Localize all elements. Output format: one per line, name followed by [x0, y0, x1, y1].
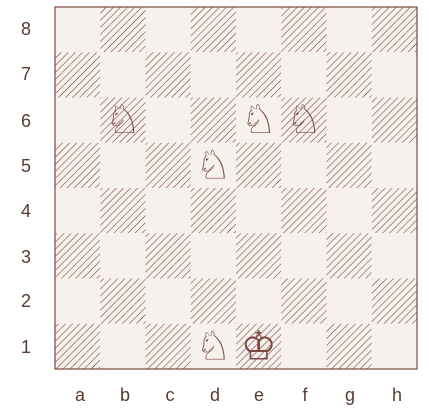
square-a8[interactable] [55, 7, 100, 52]
square-hatch-d4 [191, 188, 236, 233]
white-knight-icon[interactable]: ♘ [195, 142, 231, 188]
rank-label-1: 1 [21, 337, 31, 357]
file-label-d: d [210, 385, 220, 405]
square-hatch-b8 [100, 7, 145, 52]
square-hatch-g1 [327, 324, 372, 369]
square-hatch-h2 [372, 279, 417, 324]
rank-label-5: 5 [21, 156, 31, 176]
white-knight-icon[interactable]: ♘ [195, 323, 231, 369]
square-e8[interactable] [236, 7, 281, 52]
square-f1[interactable] [281, 324, 326, 369]
square-g6[interactable] [327, 98, 372, 143]
square-h7[interactable] [372, 52, 417, 97]
square-a6[interactable] [55, 98, 100, 143]
square-b7[interactable] [100, 52, 145, 97]
square-b1[interactable] [100, 324, 145, 369]
square-hatch-b2 [100, 279, 145, 324]
square-hatch-d6 [191, 98, 236, 143]
file-label-a: a [75, 385, 86, 405]
square-hatch-h6 [372, 98, 417, 143]
file-label-c: c [166, 385, 175, 405]
square-hatch-b4 [100, 188, 145, 233]
square-g8[interactable] [327, 7, 372, 52]
square-e4[interactable] [236, 188, 281, 233]
square-hatch-a5 [55, 143, 100, 188]
square-d7[interactable] [191, 52, 236, 97]
square-hatch-a3 [55, 233, 100, 278]
square-hatch-h4 [372, 188, 417, 233]
square-c6[interactable] [146, 98, 191, 143]
square-hatch-a7 [55, 52, 100, 97]
square-hatch-g5 [327, 143, 372, 188]
square-a2[interactable] [55, 279, 100, 324]
square-hatch-e7 [236, 52, 281, 97]
square-g4[interactable] [327, 188, 372, 233]
file-label-b: b [120, 385, 130, 405]
square-hatch-e5 [236, 143, 281, 188]
rank-labels: 8 7 6 5 4 3 2 1 [21, 19, 31, 357]
white-knight-icon[interactable]: ♘ [286, 97, 322, 143]
square-hatch-d2 [191, 279, 236, 324]
square-hatch-c3 [146, 233, 191, 278]
square-e2[interactable] [236, 279, 281, 324]
square-a4[interactable] [55, 188, 100, 233]
square-h1[interactable] [372, 324, 417, 369]
square-hatch-a1 [55, 324, 100, 369]
square-hatch-g7 [327, 52, 372, 97]
white-knight-icon[interactable]: ♘ [241, 97, 277, 143]
square-f7[interactable] [281, 52, 326, 97]
rank-label-3: 3 [21, 247, 31, 267]
file-label-f: f [302, 385, 308, 405]
square-f5[interactable] [281, 143, 326, 188]
file-labels: a b c d e f g h [75, 385, 402, 405]
square-hatch-h8 [372, 7, 417, 52]
square-hatch-f4 [281, 188, 326, 233]
square-c2[interactable] [146, 279, 191, 324]
square-f3[interactable] [281, 233, 326, 278]
square-hatch-c7 [146, 52, 191, 97]
square-hatch-c5 [146, 143, 191, 188]
file-label-h: h [392, 385, 402, 405]
square-hatch-g3 [327, 233, 372, 278]
square-hatch-c1 [146, 324, 191, 369]
rank-label-6: 6 [21, 111, 31, 131]
white-king-icon[interactable]: ♔ [241, 323, 277, 369]
board [55, 7, 417, 369]
square-d3[interactable] [191, 233, 236, 278]
square-c8[interactable] [146, 7, 191, 52]
rank-label-4: 4 [21, 201, 31, 221]
square-b5[interactable] [100, 143, 145, 188]
file-label-e: e [254, 385, 264, 405]
square-hatch-d8 [191, 7, 236, 52]
square-hatch-f2 [281, 279, 326, 324]
square-hatch-f8 [281, 7, 326, 52]
rank-label-7: 7 [21, 64, 31, 84]
square-c4[interactable] [146, 188, 191, 233]
board-squares [55, 7, 417, 369]
square-h3[interactable] [372, 233, 417, 278]
square-h5[interactable] [372, 143, 417, 188]
rank-label-8: 8 [21, 19, 31, 39]
square-hatch-e3 [236, 233, 281, 278]
square-b3[interactable] [100, 233, 145, 278]
file-label-g: g [345, 385, 355, 405]
square-g2[interactable] [327, 279, 372, 324]
rank-label-2: 2 [21, 291, 31, 311]
white-knight-icon[interactable]: ♘ [105, 97, 141, 143]
